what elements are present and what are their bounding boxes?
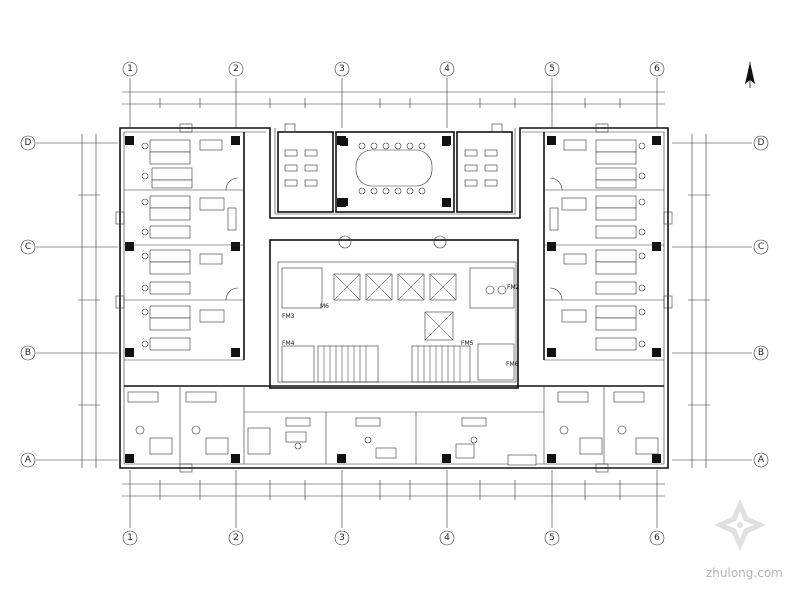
watermark-logo xyxy=(714,499,766,551)
svg-text:C: C xyxy=(25,242,31,252)
right-wing-offices xyxy=(543,132,664,361)
grid-bubble-A-left: A xyxy=(20,452,36,468)
grid-bubble-D-left: D xyxy=(20,135,36,151)
svg-text:5: 5 xyxy=(549,64,555,74)
dimension-chains xyxy=(78,91,710,500)
svg-text:D: D xyxy=(758,138,765,148)
grid-bubble-3-top: 3 xyxy=(334,61,350,77)
svg-text:1: 1 xyxy=(127,64,133,74)
central-core: FM2 FM3 FM4 FM5 FM6 M6 xyxy=(269,235,520,389)
grid-bubbles-left: D C B A xyxy=(20,135,36,468)
grid-bubble-B-right: B xyxy=(753,345,769,361)
grid-bubble-3-bottom: 3 xyxy=(334,530,350,546)
grid-bubbles-top: 1 2 3 4 5 6 xyxy=(122,61,665,77)
grid-bubble-1-top: 1 xyxy=(122,61,138,77)
grid-bubble-5-bottom: 5 xyxy=(544,530,560,546)
grid-bubble-4-bottom: 4 xyxy=(439,530,455,546)
svg-text:D: D xyxy=(25,138,32,148)
svg-text:B: B xyxy=(25,348,31,358)
svg-text:6: 6 xyxy=(654,533,660,543)
svg-text:A: A xyxy=(25,455,32,465)
meeting-rooms xyxy=(277,131,513,213)
grid-bubble-C-right: C xyxy=(753,239,769,255)
bottom-row-offices xyxy=(124,385,664,466)
svg-text:2: 2 xyxy=(233,64,239,74)
grid-bubbles-bottom: 1 2 3 4 5 6 xyxy=(122,530,665,546)
grid-bubbles-right: D C B A xyxy=(753,135,769,468)
grid-bubble-D-right: D xyxy=(753,135,769,151)
svg-text:B: B xyxy=(758,348,764,358)
grid-bubble-6-top: 6 xyxy=(649,61,665,77)
svg-text:1: 1 xyxy=(127,533,133,543)
svg-text:A: A xyxy=(758,455,765,465)
svg-text:4: 4 xyxy=(444,64,450,74)
svg-text:5: 5 xyxy=(549,533,555,543)
left-wing-offices xyxy=(124,132,245,361)
grid-bubble-1-bottom: 1 xyxy=(122,530,138,546)
svg-text:6: 6 xyxy=(654,64,660,74)
north-arrow-icon xyxy=(745,62,755,88)
svg-text:FM2: FM2 xyxy=(507,284,520,291)
svg-text:3: 3 xyxy=(339,64,345,74)
svg-text:3: 3 xyxy=(339,533,345,543)
grid-bubble-5-top: 5 xyxy=(544,61,560,77)
staircases xyxy=(317,345,471,383)
grid-bubble-B-left: B xyxy=(20,345,36,361)
svg-text:2: 2 xyxy=(233,533,239,543)
grid-bubble-A-right: A xyxy=(753,452,769,468)
svg-text:FM5: FM5 xyxy=(461,340,474,347)
svg-text:M6: M6 xyxy=(320,303,329,310)
elevator-bank xyxy=(333,273,457,301)
svg-text:4: 4 xyxy=(444,533,450,543)
grid-bubble-2-top: 2 xyxy=(228,61,244,77)
svg-text:FM4: FM4 xyxy=(282,340,295,347)
grid-bubble-2-bottom: 2 xyxy=(228,530,244,546)
svg-text:C: C xyxy=(758,242,764,252)
grid-bubble-4-top: 4 xyxy=(439,61,455,77)
exterior-walls xyxy=(119,127,669,469)
facade-window-markers xyxy=(115,123,673,473)
watermark-text: zhulong.com xyxy=(706,566,783,580)
grid-bubble-C-left: C xyxy=(20,239,36,255)
svg-text:FM6: FM6 xyxy=(506,361,519,368)
grid-bubble-6-bottom: 6 xyxy=(649,530,665,546)
axis-lines xyxy=(36,78,752,528)
svg-text:FM3: FM3 xyxy=(282,313,295,320)
